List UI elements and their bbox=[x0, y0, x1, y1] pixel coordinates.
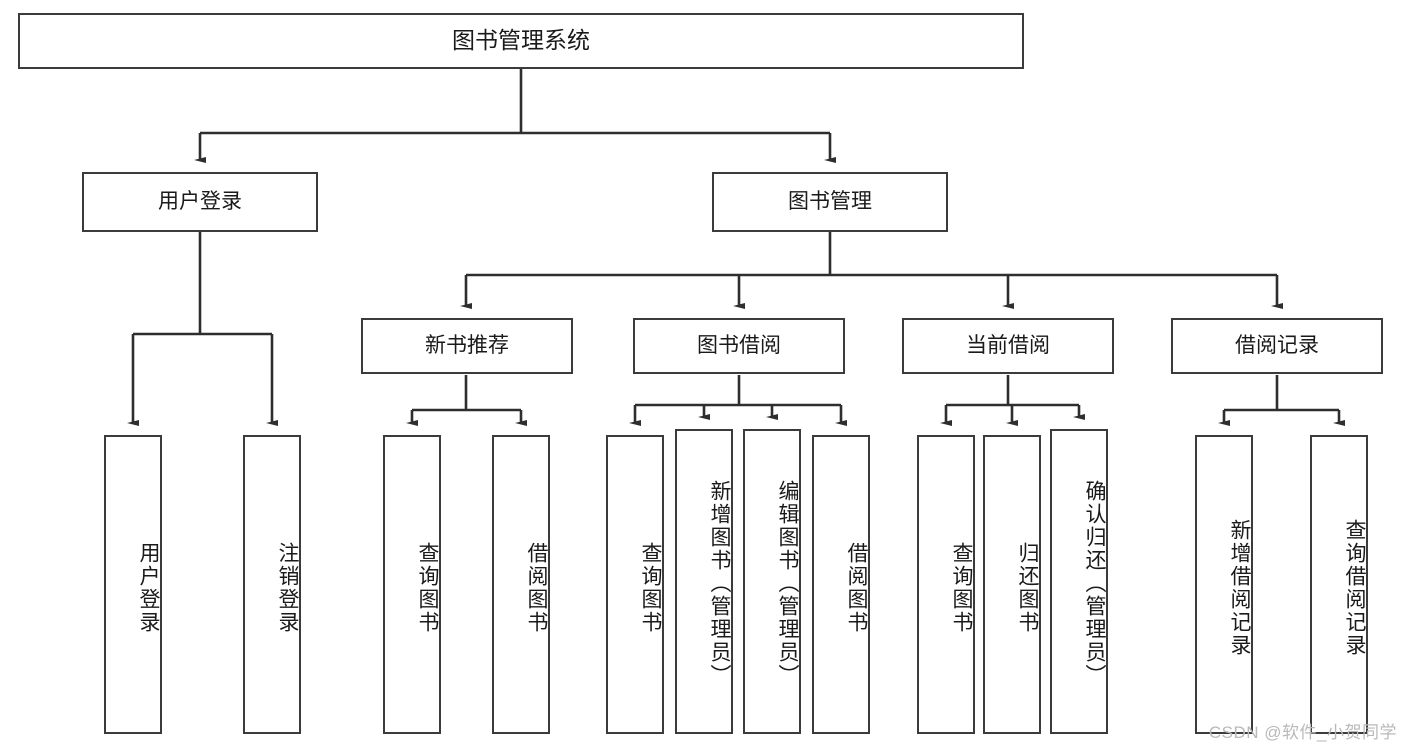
node-borrow-record[interactable]: 借阅记录 bbox=[1171, 318, 1383, 374]
node-book-management[interactable]: 图书管理 bbox=[712, 172, 948, 232]
leaf-query-book-recommend[interactable]: 查询图书 bbox=[383, 435, 441, 734]
watermark-text: CSDN @软件_小贺同学 bbox=[1208, 723, 1397, 742]
node-current-borrow[interactable]: 当前借阅 bbox=[902, 318, 1114, 374]
node-label: 新增借阅记录 bbox=[1228, 518, 1251, 657]
leaf-query-borrow-record[interactable]: 查询借阅记录 bbox=[1310, 435, 1368, 734]
leaf-confirm-return-admin[interactable]: 确认归还（管理员） bbox=[1050, 429, 1108, 734]
leaf-add-borrow-record[interactable]: 新增借阅记录 bbox=[1195, 435, 1253, 734]
leaf-query-book-borrow[interactable]: 查询图书 bbox=[606, 435, 664, 734]
node-label: 用户登录 bbox=[158, 189, 242, 213]
node-label: 新增图书（管理员） bbox=[708, 480, 731, 687]
node-label: 编辑图书（管理员） bbox=[776, 480, 799, 687]
node-root-system[interactable]: 图书管理系统 bbox=[18, 13, 1024, 69]
node-new-book-recommend[interactable]: 新书推荐 bbox=[361, 318, 573, 374]
node-label: 查询图书 bbox=[416, 541, 439, 634]
leaf-add-book-admin[interactable]: 新增图书（管理员） bbox=[675, 429, 733, 734]
node-label: 用户登录 bbox=[137, 541, 160, 634]
node-label: 图书管理系统 bbox=[452, 27, 590, 54]
leaf-logout[interactable]: 注销登录 bbox=[243, 435, 301, 734]
node-label: 确认归还（管理员） bbox=[1083, 480, 1106, 687]
node-label: 注销登录 bbox=[276, 541, 299, 634]
node-user-login[interactable]: 用户登录 bbox=[82, 172, 318, 232]
node-label: 新书推荐 bbox=[425, 333, 509, 357]
node-book-borrow[interactable]: 图书借阅 bbox=[633, 318, 845, 374]
node-label: 借阅图书 bbox=[525, 541, 548, 634]
node-label: 当前借阅 bbox=[966, 333, 1050, 357]
node-label: 查询图书 bbox=[639, 541, 662, 634]
leaf-query-book-current[interactable]: 查询图书 bbox=[917, 435, 975, 734]
node-label: 图书管理 bbox=[788, 189, 872, 213]
leaf-user-login[interactable]: 用户登录 bbox=[104, 435, 162, 734]
node-label: 借阅记录 bbox=[1235, 333, 1319, 357]
leaf-borrow-book[interactable]: 借阅图书 bbox=[812, 435, 870, 734]
node-label: 查询借阅记录 bbox=[1343, 518, 1366, 657]
node-label: 借阅图书 bbox=[845, 541, 868, 634]
leaf-borrow-book-recommend[interactable]: 借阅图书 bbox=[492, 435, 550, 734]
node-label: 查询图书 bbox=[950, 541, 973, 634]
node-label: 图书借阅 bbox=[697, 333, 781, 357]
node-label: 归还图书 bbox=[1016, 541, 1039, 634]
leaf-return-book[interactable]: 归还图书 bbox=[983, 435, 1041, 734]
leaf-edit-book-admin[interactable]: 编辑图书（管理员） bbox=[743, 429, 801, 734]
